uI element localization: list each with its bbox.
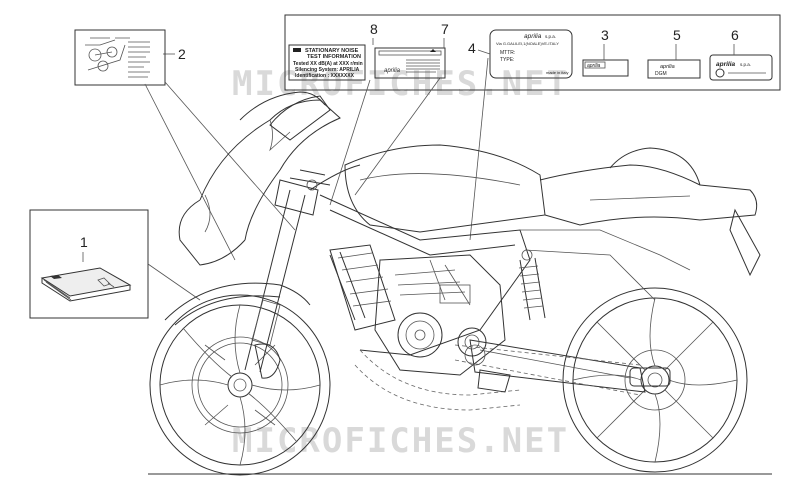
engine-block [374, 254, 506, 376]
callout-1: 1 [80, 234, 88, 250]
decal-panel: STATIONARY NOISE TEST INFORMATION Tested… [284, 14, 781, 91]
plate-suffix: s.p.a. [545, 34, 556, 39]
label-5-brand: aprilia [660, 64, 675, 70]
noise-title-2: TEST INFORMATION [307, 54, 361, 60]
noise-info-label: STATIONARY NOISE TEST INFORMATION Tested… [288, 44, 366, 81]
label-5-code: DGM [655, 71, 667, 77]
callout-2: 2 [178, 46, 186, 62]
owners-manual-box [29, 209, 201, 319]
identification-plate: aprilia s.p.a. Via G.GALILEI,1(NOALE)VE-… [489, 29, 573, 79]
noise-title-1: STATIONARY NOISE [305, 48, 359, 54]
plate-brand: aprilia [524, 33, 542, 40]
aprilia-label-6: aprilia s.p.a. [709, 54, 773, 81]
plate-field-1: MTTR: [500, 50, 515, 56]
warning-brand: aprilia [384, 68, 401, 74]
label-2-schematic [74, 29, 296, 261]
watermark-bottom: MICROFICHES.NET [232, 421, 569, 461]
plate-field-2: TYPE: [500, 57, 514, 63]
callout-7: 7 [441, 21, 449, 37]
label-6-suffix: s.p.a. [740, 62, 751, 67]
callout-4: 4 [468, 40, 476, 56]
label-6-brand: aprilia [716, 61, 736, 68]
watermark-top: MICROFICHES.NET [232, 64, 569, 104]
label-3-brand: aprilia [587, 63, 601, 69]
noise-line-1: Tested XX dB(A) at XXX r/min [293, 61, 363, 67]
callout-6: 6 [731, 27, 739, 43]
noise-line-2: Silencing System: APRILIA [295, 67, 360, 73]
plate-footer: made in italy [546, 70, 568, 75]
radiator [329, 244, 396, 331]
motorcycle-drawing [148, 91, 772, 476]
plate-address: Via G.GALILEI,1(NOALE)VE-ITALY [496, 41, 559, 46]
callout-8: 8 [370, 21, 378, 37]
rear-shock [518, 249, 546, 321]
rear-wheel [562, 287, 748, 473]
aprilia-label-5: aprilia DGM [647, 59, 701, 79]
warning-label: aprilia [374, 47, 446, 79]
callout-3: 3 [601, 27, 609, 43]
callout-5: 5 [673, 27, 681, 43]
aprilia-label-3: aprilia [582, 59, 629, 77]
front-wheel [149, 294, 331, 476]
noise-line-3: Identification : XXXXXXX [295, 73, 355, 79]
